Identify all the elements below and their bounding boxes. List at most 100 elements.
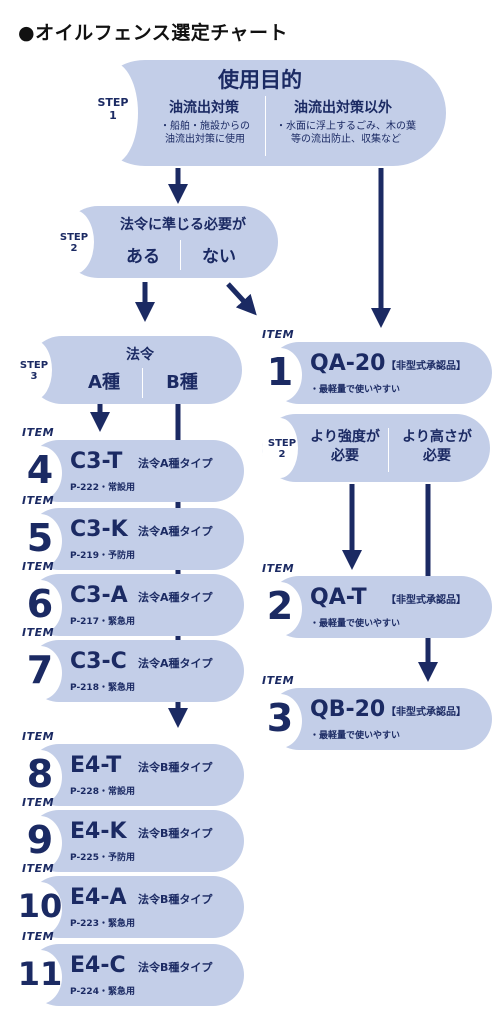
item-number: 10 (17, 887, 63, 925)
item-card-pill (28, 574, 244, 636)
item-type: 法令A種タイプ (138, 657, 213, 670)
item-card-pill (28, 876, 244, 938)
item-name: E4-T (70, 753, 122, 778)
item-type: 法令B種タイプ (138, 761, 213, 774)
item-number: 2 (266, 584, 294, 628)
step3-badge: STEP 3 (19, 360, 49, 382)
step3-b: B種 (166, 372, 198, 393)
item-number-bg (258, 582, 302, 636)
step2-no: ない (202, 247, 236, 267)
step1-badge: STEP 1 (88, 96, 138, 122)
item-name: C3-K (70, 517, 128, 542)
item-number-bg (18, 950, 62, 1004)
item-card-pill (28, 508, 244, 570)
arrow-step2-to-item1 (226, 282, 257, 316)
item-number: 8 (26, 752, 54, 796)
item-type: 法令B種タイプ (138, 827, 213, 840)
item-name: E4-C (70, 953, 126, 978)
item-note: P-218・緊急用 (70, 683, 135, 693)
item-type: 【非型式承認品】 (386, 707, 466, 718)
item-tag: ITEM (22, 796, 55, 809)
step2b-divider (388, 428, 389, 472)
item-name: QB-20 (310, 697, 386, 722)
item-card-pill (28, 810, 244, 872)
item-card-pill (268, 342, 492, 404)
step3-pill (28, 336, 242, 404)
item-name: E4-K (70, 819, 127, 844)
step3-badge-bg (16, 340, 52, 400)
item-name: E4-A (70, 885, 127, 910)
chart-title: ●オイルフェンス選定チャート (18, 22, 289, 44)
item-note: P-223・緊急用 (70, 919, 135, 929)
step1-right-title: 油流出対策以外 (294, 100, 392, 116)
item-type: 【非型式承認品】 (386, 595, 466, 606)
item-note: P-228・常設用 (70, 787, 135, 797)
item-number-bg (258, 694, 302, 748)
item-tag: ITEM (22, 862, 55, 875)
step3-heading: 法令 (126, 347, 154, 363)
step2b-badge-bg (262, 418, 298, 478)
item-number-bg (18, 882, 62, 936)
item-number: 3 (266, 696, 294, 740)
step1-heading: 使用目的 (218, 68, 302, 92)
step2-pill (62, 206, 278, 278)
item-name: C3-C (70, 649, 127, 674)
step2-badge: STEP 2 (59, 232, 89, 254)
item-note: P-225・予防用 (70, 853, 135, 863)
item-note: ・最軽量で使いやすい (310, 385, 401, 395)
item-number: 7 (26, 648, 54, 692)
step2b-height: より高さが 必要 (402, 429, 472, 464)
item-note: P-219・予防用 (70, 551, 135, 561)
item-type: 法令B種タイプ (138, 961, 213, 974)
item-card-pill (28, 640, 244, 702)
item-note: P-224・緊急用 (70, 987, 135, 997)
item-type: 法令B種タイプ (138, 893, 213, 906)
step2b-badge: STEP 2 (267, 438, 297, 460)
item-tag: ITEM (22, 494, 55, 507)
item-number-bg (258, 348, 302, 402)
step3-divider (142, 368, 143, 398)
item-number: 4 (26, 448, 54, 492)
item-card-pill (268, 688, 492, 750)
item-number-bg (18, 514, 62, 568)
item-name: C3-T (70, 449, 123, 474)
item-tag: ITEM (22, 626, 55, 639)
item-number: 11 (17, 955, 63, 993)
item-note: ・最軽量で使いやすい (310, 619, 401, 629)
step3-a: A種 (88, 372, 120, 393)
item-type: 法令A種タイプ (138, 591, 213, 604)
step1-number: 1 (109, 109, 117, 122)
step2-yes: ある (126, 247, 160, 267)
item-type: 法令A種タイプ (138, 525, 213, 538)
item-tag: ITEM (262, 674, 295, 687)
item-number-bg (18, 446, 62, 500)
item-number: 1 (266, 350, 294, 394)
item-tag: ITEM (22, 930, 55, 943)
step2-badge-bg (54, 210, 94, 274)
step1-divider (265, 96, 266, 156)
step1-badge-bg (86, 62, 138, 164)
step1-right-desc: ・水面に浮上するごみ、木の葉 等の流出防止、収集など (276, 121, 416, 145)
item-card-pill (268, 576, 492, 638)
item-number-bg (18, 580, 62, 634)
item-tag: ITEM (22, 426, 55, 439)
step2b-pill (262, 414, 490, 482)
item-card-pill (28, 440, 244, 502)
item-type: 法令A種タイプ (138, 457, 213, 470)
step1-label: STEP (97, 96, 129, 109)
item-number-bg (18, 816, 62, 870)
item-name: QA-20 (310, 351, 386, 376)
item-card-pill (28, 744, 244, 806)
step2-heading: 法令に準じる必要が (120, 217, 246, 233)
item-tag: ITEM (22, 730, 55, 743)
item-card-pill (28, 944, 244, 1006)
item-note: ・最軽量で使いやすい (310, 731, 401, 741)
step1-left-desc: ・船舶・施設からの 油流出対策に使用 (160, 121, 250, 145)
item-number-bg (18, 646, 62, 700)
step1-pill (92, 60, 446, 166)
item-note: P-222・常設用 (70, 483, 135, 493)
item-number: 9 (26, 818, 54, 862)
item-number-bg (18, 750, 62, 804)
step2b-strength: より強度が 必要 (310, 429, 380, 464)
step2-divider (180, 240, 181, 270)
